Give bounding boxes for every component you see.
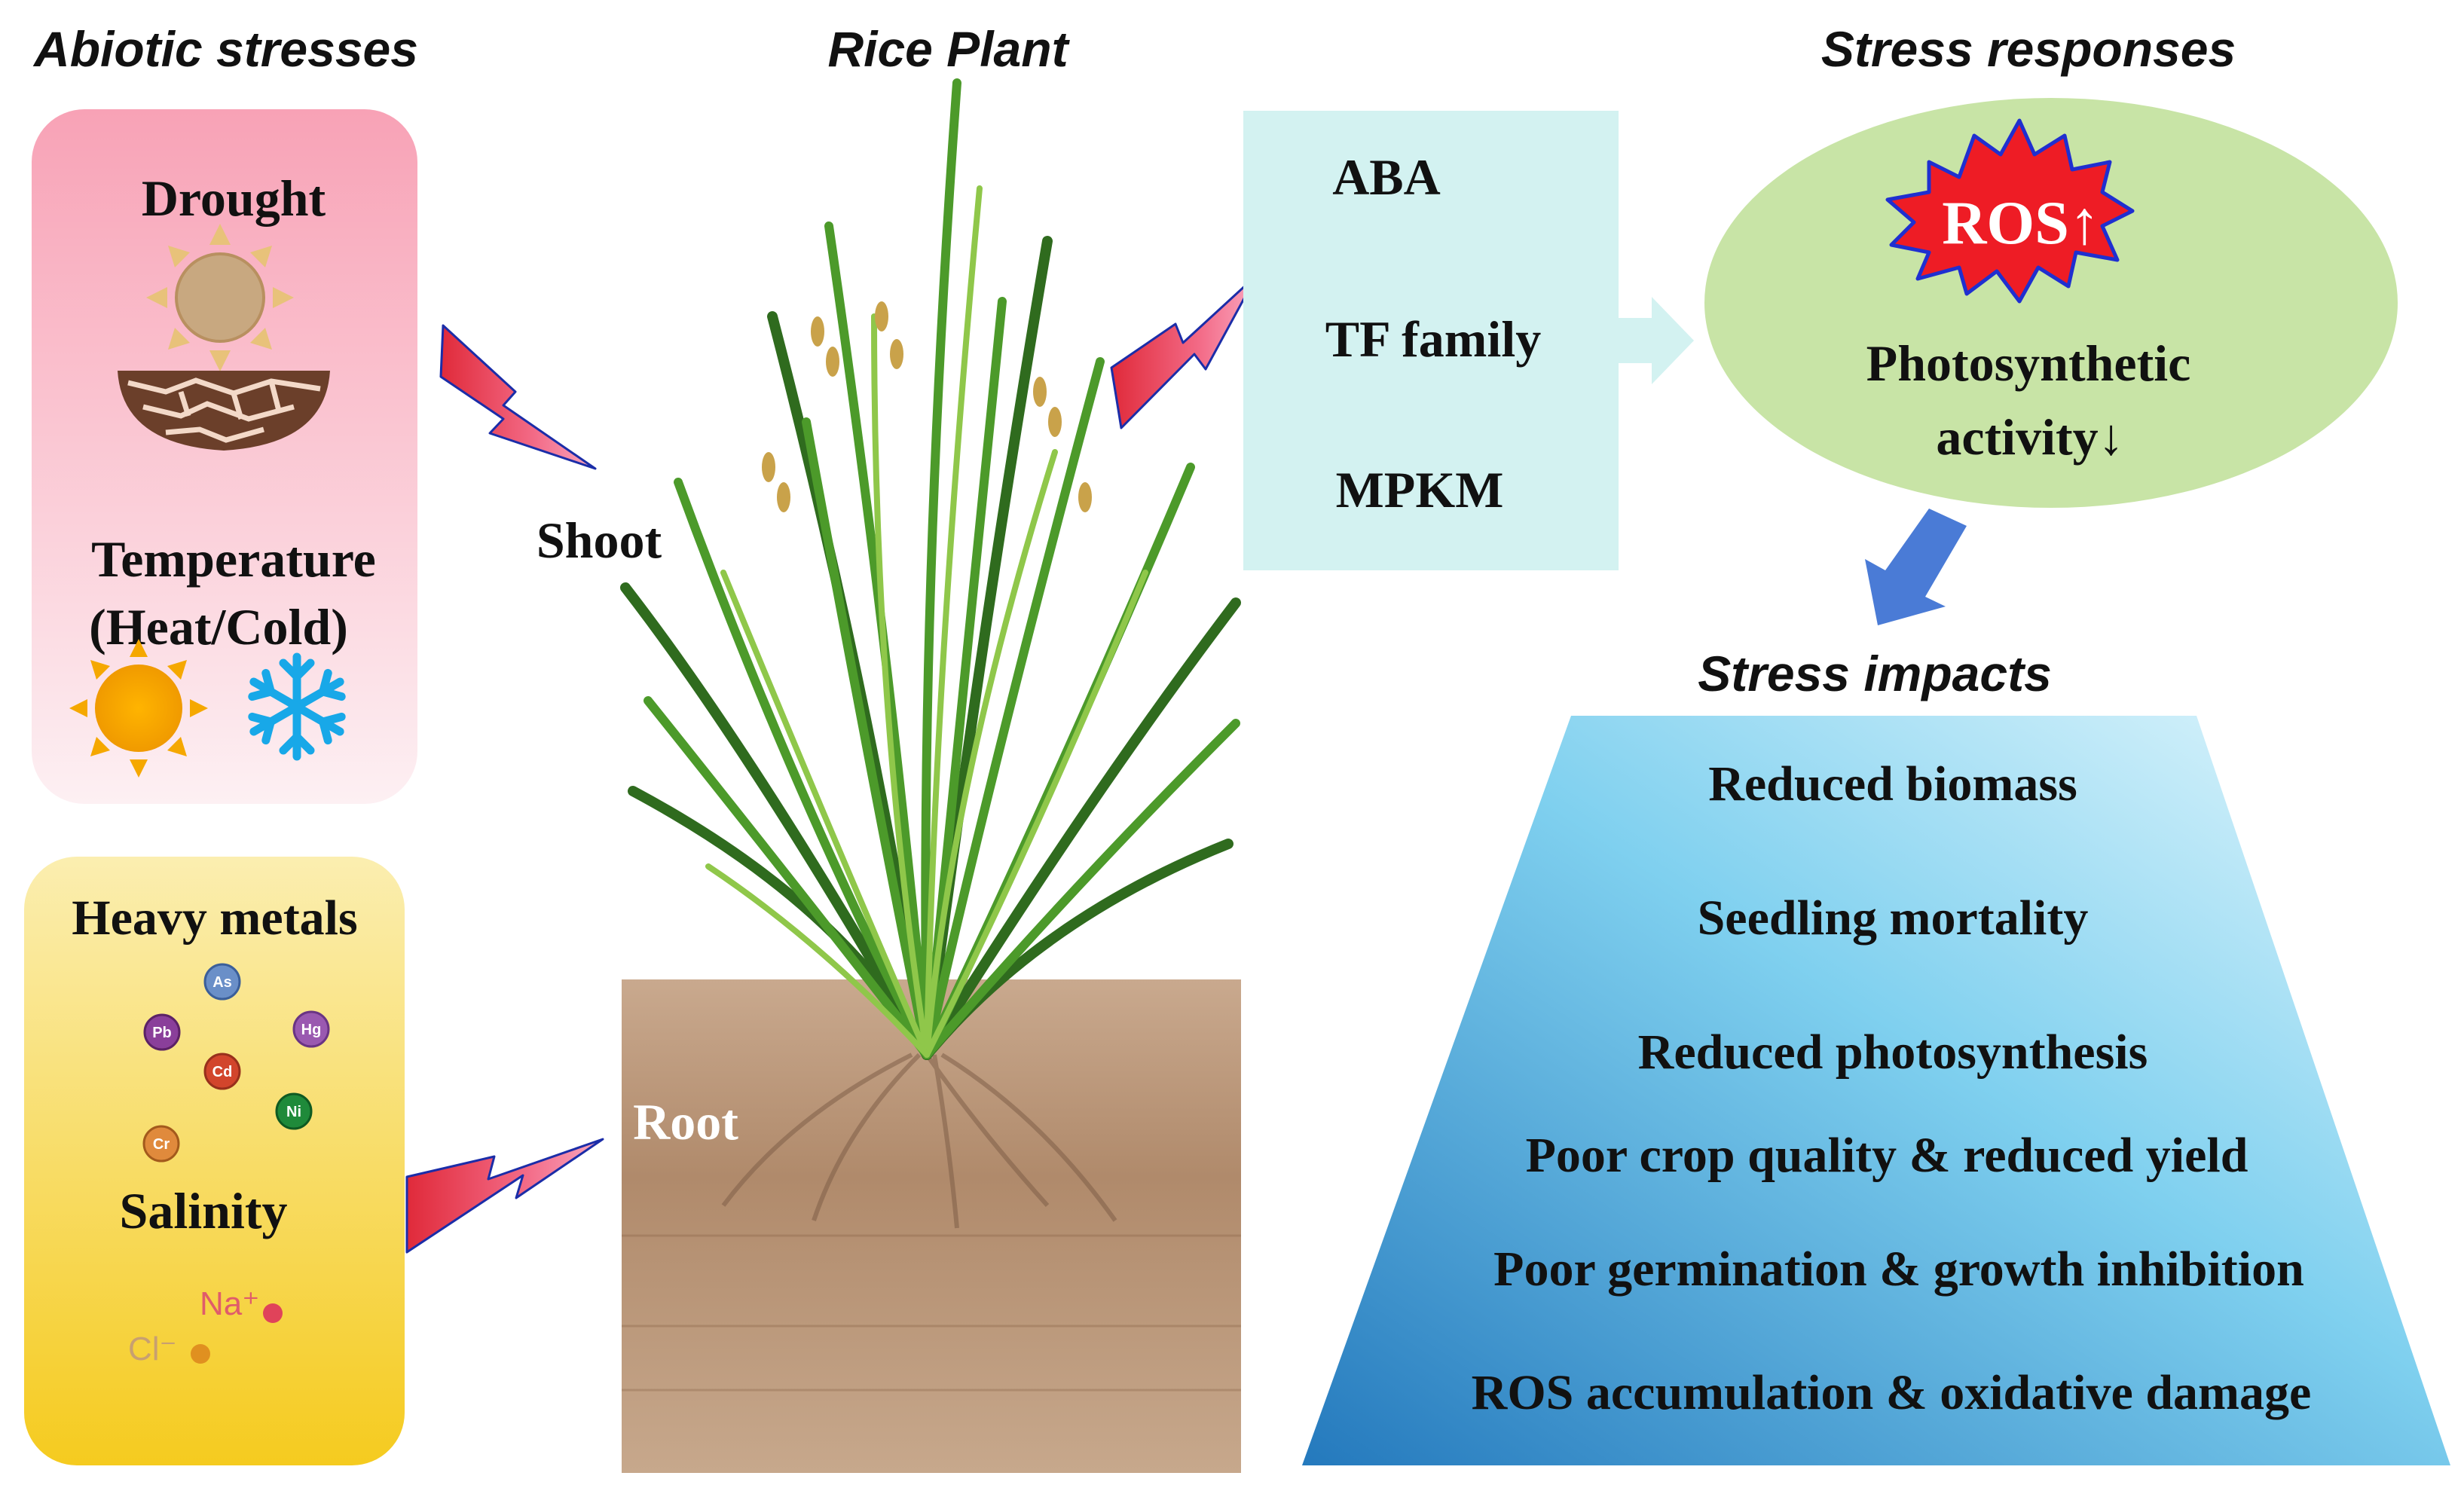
drought-label: Drought <box>142 170 326 227</box>
ros-label: ROS↑ <box>1942 188 2100 257</box>
impact-item: Seedling mortality <box>1698 891 2089 946</box>
heading-rice-plant: Rice Plant <box>827 21 1070 77</box>
impact-item: Poor crop quality & reduced yield <box>1526 1128 2248 1183</box>
sodium-ion-dot <box>263 1303 283 1323</box>
arrow-to-impacts <box>1865 509 1967 625</box>
svg-text:Hg: Hg <box>301 1022 322 1038</box>
signaling-box: ABA TF family MPKM <box>1243 111 1619 570</box>
ros-burst-icon <box>1885 118 2135 304</box>
root-label: Root <box>633 1093 738 1150</box>
stress-response-ellipse: ROS↑ Photosynthetic activity↓ <box>1704 98 2398 508</box>
rice-plant-illustration: Shoot Root <box>537 78 1241 1473</box>
stress-impacts-pyramid: Reduced biomass Seedling mortality Reduc… <box>1302 716 2450 1465</box>
signal-tf-family: TF family <box>1325 310 1541 368</box>
svg-text:Pb: Pb <box>152 1025 172 1041</box>
impact-item: Reduced biomass <box>1708 756 2077 811</box>
heading-stress-responses: Stress responses <box>1821 21 2236 77</box>
metal-ion-pb: Pb <box>143 1013 181 1051</box>
svg-text:Ni: Ni <box>286 1104 301 1120</box>
heavy-metals-salinity-box: Heavy metals As Pb Hg Cd Ni <box>24 857 405 1465</box>
signal-aba: ABA <box>1332 148 1441 206</box>
temperature-sub-label: (Heat/Cold) <box>89 598 348 655</box>
chloride-ion-label: Cl⁻ <box>128 1331 177 1367</box>
metal-ion-as: As <box>203 963 241 1001</box>
metal-ion-ni: Ni <box>275 1092 313 1130</box>
cold-snowflake-icon <box>247 652 347 756</box>
temperature-label: Temperature <box>91 530 376 588</box>
sodium-ion-label: Na⁺ <box>200 1285 259 1322</box>
svg-text:As: As <box>212 974 232 991</box>
lightning-bolt-shoot <box>439 324 597 470</box>
svg-text:Cr: Cr <box>153 1136 170 1153</box>
heavy-metals-label: Heavy metals <box>72 891 357 946</box>
heat-sun-icon <box>69 639 208 778</box>
arrow-to-responses <box>1619 297 1694 384</box>
heading-stress-impacts: Stress impacts <box>1698 646 2052 701</box>
chloride-ion-dot <box>191 1344 210 1364</box>
metal-ion-cd: Cd <box>203 1053 241 1090</box>
metal-ions: As Pb Hg Cd Ni Cr <box>142 963 330 1163</box>
photosynthetic-activity-label: activity↓ <box>1936 408 2123 466</box>
lightning-bolt-signal <box>1110 273 1258 429</box>
photosynthetic-label: Photosynthetic <box>1866 335 2191 392</box>
impact-item: Reduced photosynthesis <box>1638 1025 2148 1080</box>
drought-temperature-box: Drought Temperat <box>32 109 417 804</box>
lightning-bolt-root <box>405 1138 604 1254</box>
metal-ion-hg: Hg <box>292 1010 330 1048</box>
svg-text:Cd: Cd <box>212 1064 233 1080</box>
impact-item: Poor germination & growth inhibition <box>1493 1242 2304 1297</box>
cracked-earth-icon <box>118 371 330 451</box>
drought-sun-icon <box>146 224 294 371</box>
shoot-label: Shoot <box>537 512 662 569</box>
signal-mpkm: MPKM <box>1336 461 1504 518</box>
salinity-label: Salinity <box>120 1182 288 1239</box>
metal-ion-cr: Cr <box>142 1125 180 1163</box>
heading-abiotic-stresses: Abiotic stresses <box>32 21 418 77</box>
impact-item: ROS accumulation & oxidative damage <box>1472 1365 2312 1420</box>
